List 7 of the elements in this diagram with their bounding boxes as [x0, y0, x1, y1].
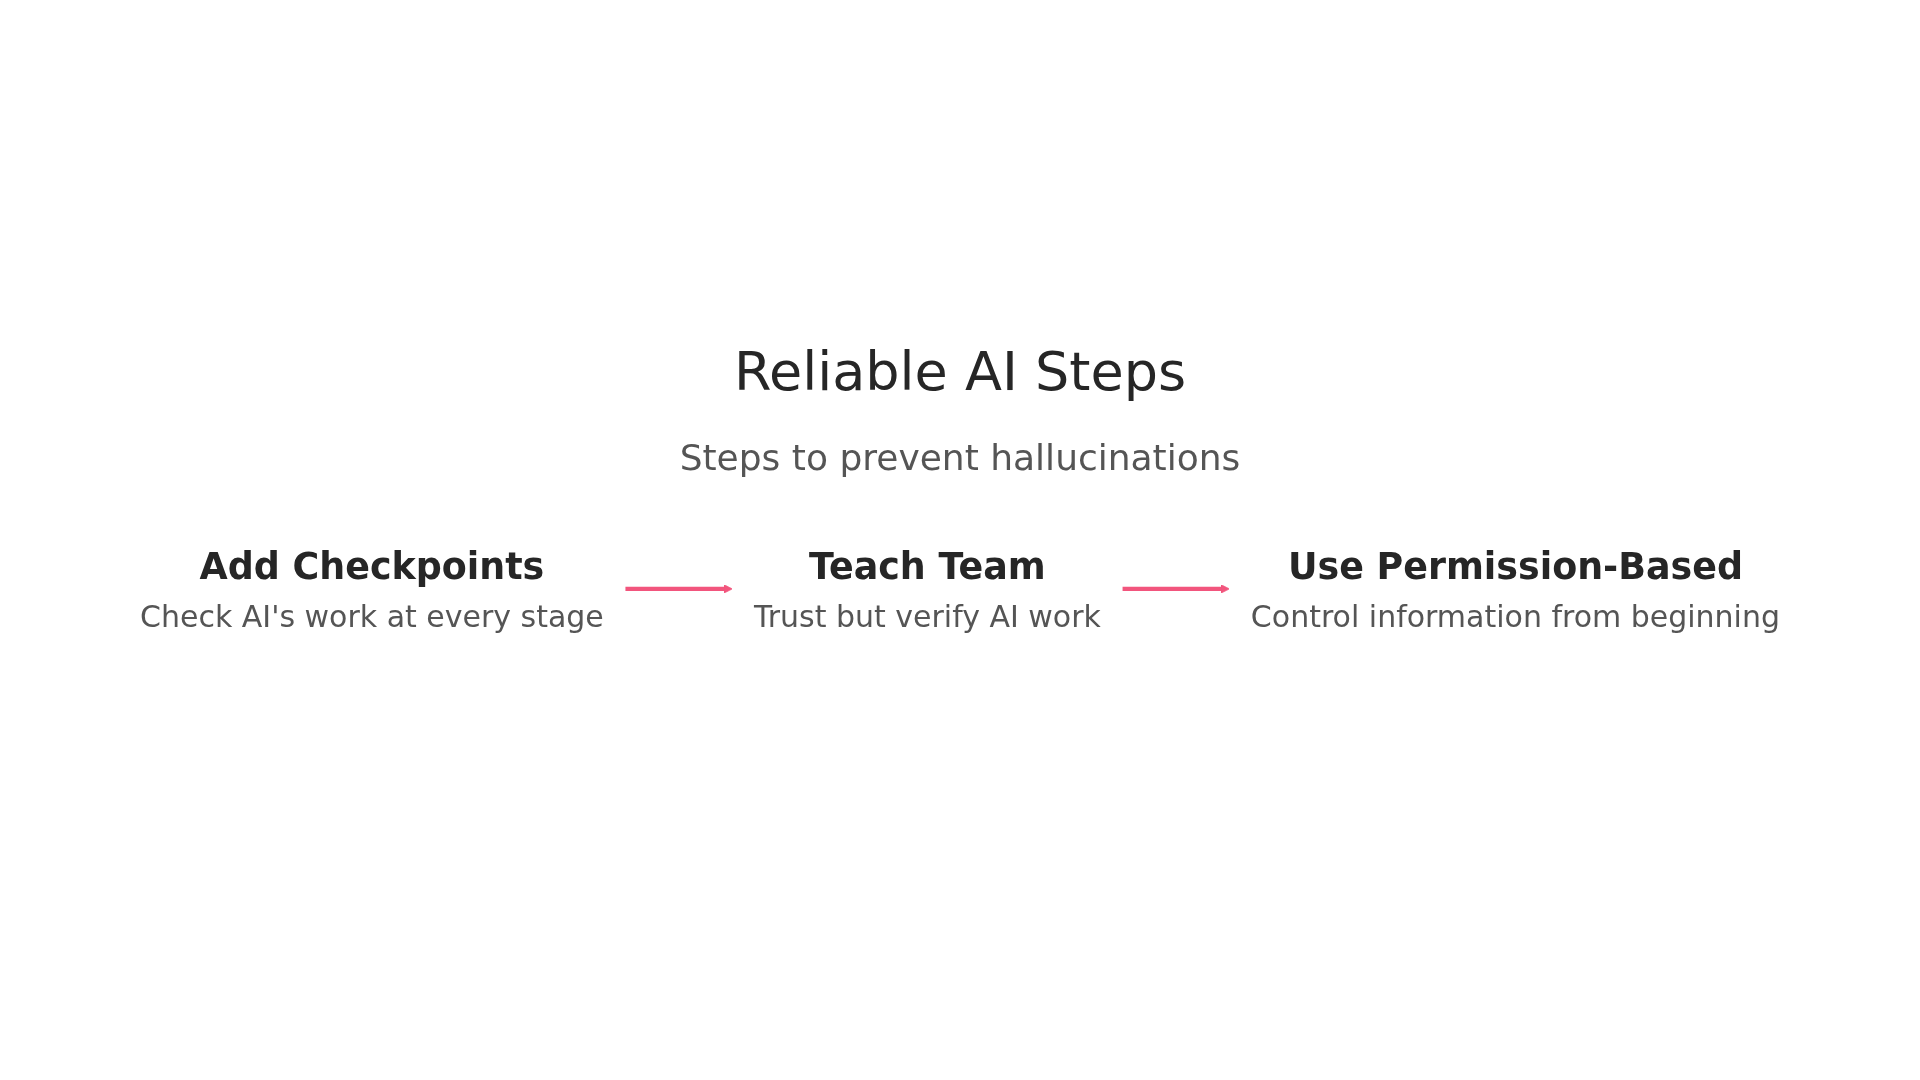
arrow: [625, 584, 733, 594]
title: Reliable AI Steps: [733, 340, 1187, 403]
subtitle: Steps to prevent hallucinations: [679, 437, 1241, 478]
node-text: Teach Team Trust but verify AI work: [753, 544, 1101, 636]
node-text: Use Permission-Based Control information from beginning: [1250, 544, 1781, 636]
node-text: Add Checkpoints Check AI's work at every stage: [139, 544, 604, 636]
arrow: [1122, 584, 1230, 594]
